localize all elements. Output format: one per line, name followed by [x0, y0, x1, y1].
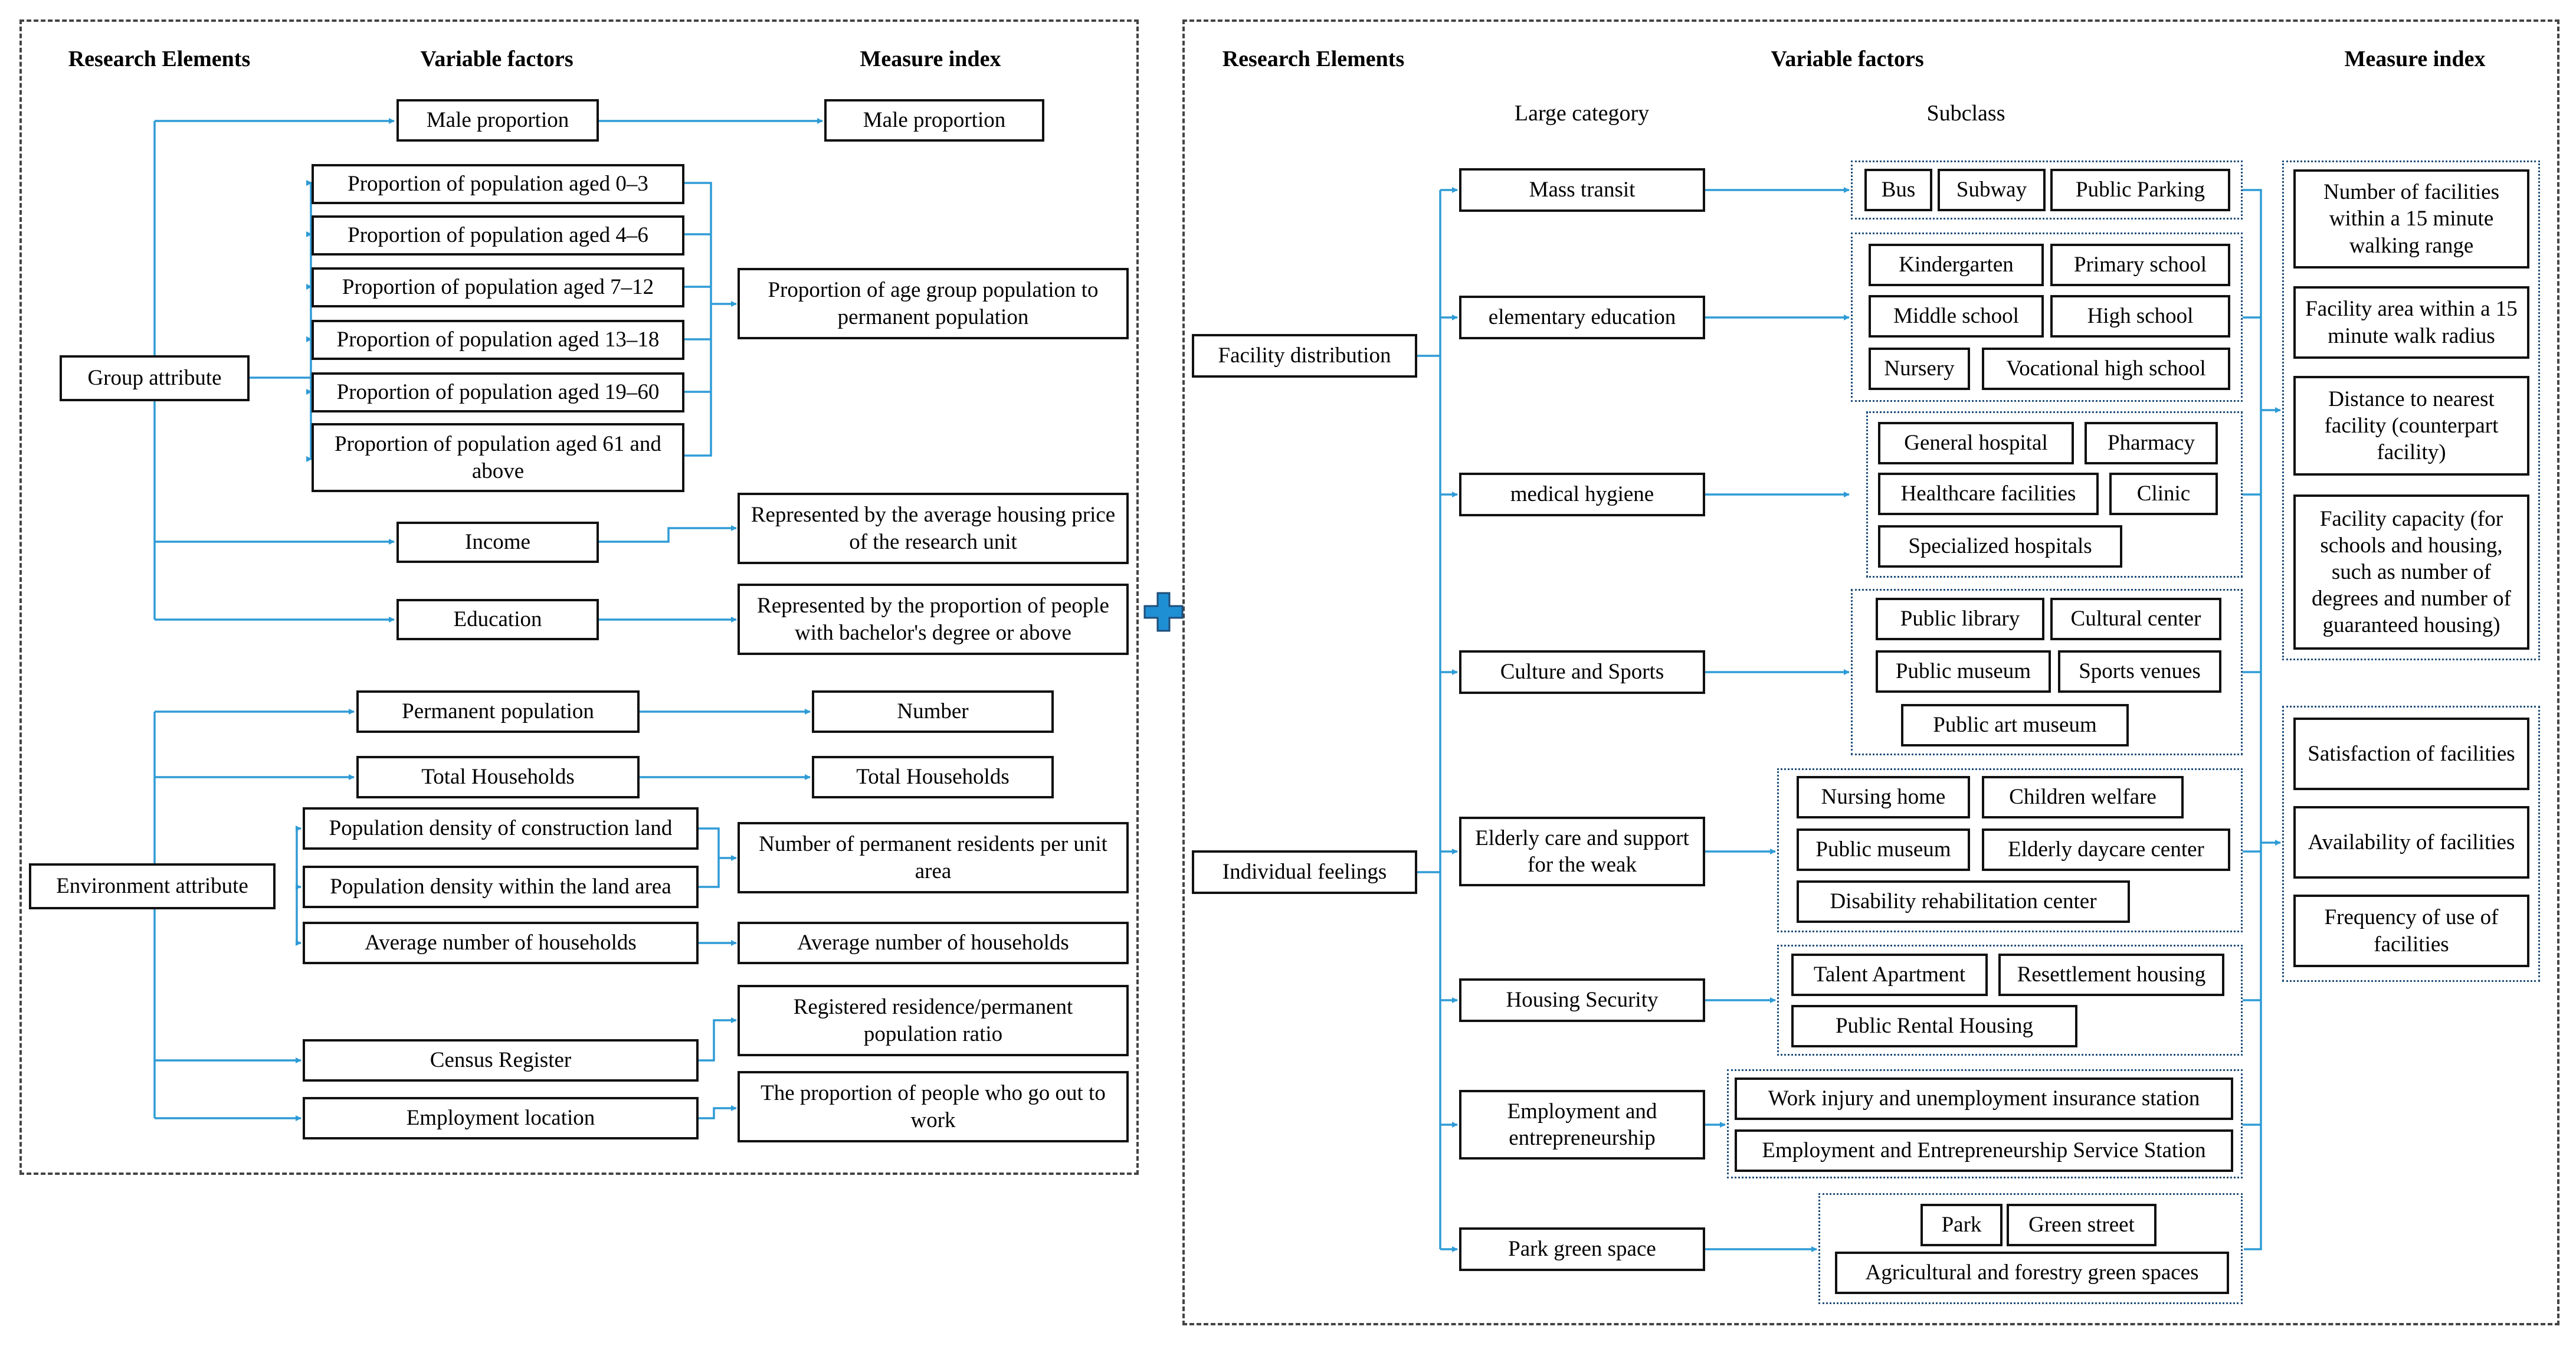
right-header-large-category: Large category [1514, 101, 1650, 126]
right-header-subclass: Subclass [1926, 101, 2005, 126]
category-culture-sports: Culture and Sports [1459, 650, 1705, 694]
measure-distance-nearest: Distance to nearest facility (counterpar… [2293, 376, 2529, 476]
measure-group-feelings [2282, 706, 2540, 982]
var-employment-location: Employment location [303, 1097, 699, 1139]
right-header-elements: Research Elements [1222, 47, 1405, 71]
subclass-agricultural-forestry: Agricultural and forestry green spaces [1835, 1252, 2229, 1294]
subclass-talent-apartment: Talent Apartment [1791, 954, 1988, 996]
subclass-general-hospital: General hospital [1878, 422, 2074, 464]
subclass-pharmacy: Pharmacy [2085, 422, 2218, 464]
subclass-public-museum: Public museum [1876, 650, 2051, 693]
subclass-clinic: Clinic [2109, 473, 2218, 515]
var-age-4-6: Proportion of population aged 4–6 [312, 215, 684, 256]
subclass-middle-school: Middle school [1869, 295, 2044, 338]
measure-satisfaction: Satisfaction of facilities [2293, 718, 2529, 790]
category-employment: Employment and entrepreneurship [1459, 1090, 1705, 1160]
subclass-green-street: Green street [2007, 1204, 2157, 1246]
measure-age-group: Proportion of age group population to pe… [738, 268, 1129, 339]
left-header-variables: Variable factors [420, 47, 573, 71]
category-mass-transit: Mass transit [1459, 168, 1705, 212]
left-header-elements: Research Elements [68, 47, 251, 71]
subclass-group-education [1851, 232, 2243, 402]
subclass-healthcare-facilities: Healthcare facilities [1878, 473, 2099, 515]
subclass-group-culture [1851, 589, 2243, 755]
group-attribute-element: Group attribute [60, 355, 250, 401]
measure-total-households: Total Households [812, 756, 1054, 798]
var-age-61-above: Proportion of population aged 61 and abo… [312, 423, 684, 492]
var-density-construction: Population density of construction land [303, 807, 699, 850]
var-census-register: Census Register [303, 1039, 699, 1082]
individual-feelings-element: Individual feelings [1192, 850, 1417, 894]
category-park-green-space: Park green space [1459, 1227, 1705, 1271]
var-education: Education [396, 599, 599, 640]
var-age-7-12: Proportion of population aged 7–12 [312, 267, 684, 307]
subclass-nursery: Nursery [1869, 348, 1970, 390]
subclass-group-park [1818, 1193, 2243, 1304]
subclass-primary-school: Primary school [2050, 244, 2230, 286]
subclass-resettlement-housing: Resettlement housing [1998, 954, 2224, 996]
subclass-sports-venues: Sports venues [2058, 650, 2221, 693]
measure-frequency: Frequency of use of facilities [2293, 895, 2529, 967]
right-panel [1182, 19, 2559, 1325]
measure-number-facilities: Number of facilities within a 15 minute … [2293, 169, 2529, 268]
measure-residents-per-area: Number of permanent residents per unit a… [738, 822, 1129, 893]
subclass-group-employment [1727, 1069, 2243, 1178]
measure-male-proportion: Male proportion [824, 99, 1044, 142]
right-header-variables: Variable factors [1771, 47, 1924, 71]
subclass-disability-rehabilitation: Disability rehabilitation center [1797, 880, 2130, 923]
measure-education: Represented by the proportion of people … [738, 584, 1129, 655]
var-density-land: Population density within the land area [303, 866, 699, 908]
subclass-group-medical [1866, 411, 2243, 578]
left-header-measure: Measure index [860, 47, 1001, 71]
subclass-public-parking: Public Parking [2050, 169, 2230, 211]
var-male-proportion: Male proportion [396, 99, 599, 142]
measure-census-ratio: Registered residence/permanent populatio… [738, 985, 1129, 1056]
subclass-kindergarten: Kindergarten [1869, 244, 2044, 286]
right-header-measure: Measure index [2344, 47, 2486, 71]
subclass-nursing-home: Nursing home [1797, 776, 1970, 818]
measure-income: Represented by the average housing price… [738, 493, 1129, 564]
var-income: Income [396, 522, 599, 563]
var-age-13-18: Proportion of population aged 13–18 [312, 320, 684, 360]
var-total-households: Total Households [356, 756, 640, 798]
subclass-group-housing [1777, 945, 2243, 1056]
measure-facility-area: Facility area within a 15 minute walk ra… [2293, 286, 2529, 359]
category-elementary-education: elementary education [1459, 296, 1705, 339]
measure-facility-capacity: Facility capacity (for schools and housi… [2293, 494, 2529, 650]
measure-go-out-to-work: The proportion of people who go out to w… [738, 1071, 1129, 1142]
var-age-0-3: Proportion of population aged 0–3 [312, 164, 684, 204]
subclass-group-elderly [1777, 768, 2243, 932]
var-age-19-60: Proportion of population aged 19–60 [312, 372, 684, 412]
subclass-bus: Bus [1864, 169, 1932, 211]
subclass-employment-service-station: Employment and Entrepreneurship Service … [1735, 1129, 2233, 1172]
subclass-work-injury-station: Work injury and unemployment insurance s… [1735, 1078, 2233, 1120]
measure-availability: Availability of facilities [2293, 806, 2529, 879]
subclass-specialized-hospitals: Specialized hospitals [1878, 525, 2122, 568]
environment-attribute-element: Environment attribute [29, 863, 276, 909]
measure-group-distribution [2282, 161, 2540, 660]
subclass-public-museum-2: Public museum [1797, 828, 1970, 871]
facility-distribution-element: Facility distribution [1192, 334, 1417, 378]
measure-number: Number [812, 690, 1054, 733]
plus-icon [1143, 592, 1184, 632]
subclass-group-mass-transit [1851, 161, 2243, 220]
subclass-elderly-daycare: Elderly daycare center [1982, 828, 2230, 871]
subclass-vocational-high-school: Vocational high school [1982, 348, 2230, 390]
category-medical-hygiene: medical hygiene [1459, 473, 1705, 516]
var-avg-households: Average number of households [303, 922, 699, 964]
subclass-public-rental-housing: Public Rental Housing [1791, 1005, 2077, 1047]
measure-avg-households: Average number of households [738, 922, 1129, 964]
category-elderly-care: Elderly care and support for the weak [1459, 817, 1705, 886]
subclass-public-art-museum: Public art museum [1901, 704, 2129, 746]
subclass-public-library: Public library [1876, 598, 2044, 640]
category-housing-security: Housing Security [1459, 978, 1705, 1022]
subclass-cultural-center: Cultural center [2050, 598, 2221, 640]
subclass-subway: Subway [1938, 169, 2046, 211]
subclass-children-welfare: Children welfare [1982, 776, 2184, 818]
subclass-high-school: High school [2050, 295, 2230, 338]
var-permanent-population: Permanent population [356, 690, 640, 733]
left-panel [19, 19, 1139, 1175]
subclass-park: Park [1920, 1204, 2003, 1246]
